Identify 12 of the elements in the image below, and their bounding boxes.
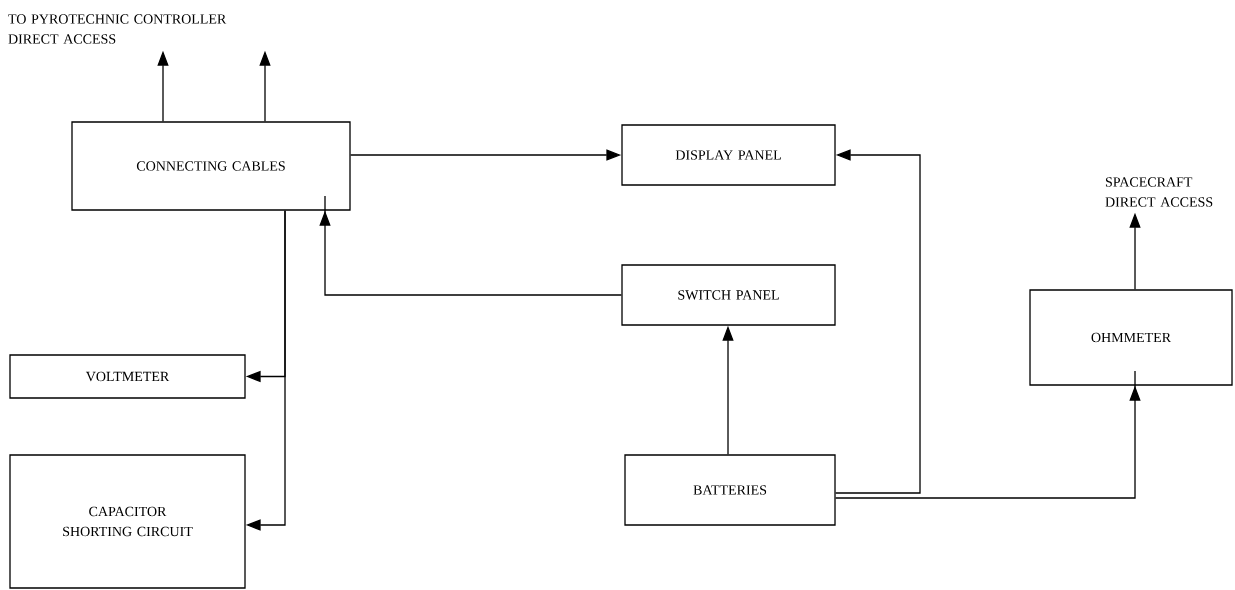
block-box: BATTERIES	[624, 454, 836, 526]
block-box: CONNECTING CABLES	[71, 121, 351, 211]
arrow	[835, 370, 1141, 499]
note-text: SPACECRAFT DIRECT ACCESS	[1105, 177, 1213, 207]
block-box: CAPACITOR SHORTING CIRCUIT	[9, 454, 246, 589]
arrow	[835, 149, 921, 494]
block-box: DISPLAY PANEL	[621, 124, 836, 186]
arrow	[319, 195, 622, 296]
block-box: SWITCH PANEL	[621, 264, 836, 326]
block-box: OHMMETER	[1029, 289, 1233, 386]
block-box: VOLTMETER	[9, 354, 246, 399]
note-text: TO PYROTECHNIC CONTROLLER DIRECT ACCESS	[8, 14, 227, 44]
